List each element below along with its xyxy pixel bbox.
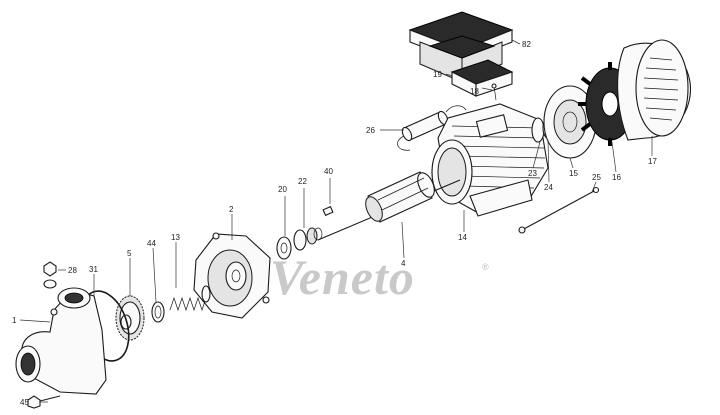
shaft-key	[322, 205, 334, 217]
terminal-screw	[491, 83, 497, 101]
label-23: 23	[528, 169, 537, 178]
label-16: 16	[612, 173, 621, 182]
capacitor	[397, 105, 467, 151]
label-44: 44	[147, 239, 156, 248]
brand-watermark: Veneto	[270, 249, 415, 305]
pump-bracket	[193, 232, 271, 319]
label-13: 13	[171, 233, 180, 242]
drain-plug	[43, 261, 57, 289]
label-4: 4	[401, 259, 406, 268]
label-26: 26	[366, 126, 375, 135]
label-24: 24	[544, 183, 553, 192]
label-20: 20	[278, 185, 287, 194]
casing-bolt	[27, 395, 61, 409]
label-14: 14	[458, 233, 467, 242]
tie-rod	[518, 186, 600, 234]
label-2: 2	[229, 205, 234, 214]
o-ring-small	[151, 301, 165, 323]
registered-mark: ®	[482, 262, 489, 272]
label-17: 17	[648, 157, 657, 166]
label-40: 40	[324, 167, 333, 176]
label-22: 22	[298, 177, 307, 186]
label-1: 1	[12, 316, 17, 325]
seal-spring	[169, 285, 211, 312]
label-25: 25	[592, 173, 601, 182]
rotor-shaft	[317, 171, 461, 241]
motor-housing	[431, 103, 549, 217]
label-82: 82	[522, 40, 531, 49]
fan-cover	[617, 39, 691, 141]
pump-casing	[15, 287, 107, 395]
impeller	[115, 295, 145, 341]
label-19: 19	[433, 70, 442, 79]
label-31: 31	[89, 265, 98, 274]
label-15: 15	[569, 169, 578, 178]
part-labels: 82 19 18 26 14 40 22 20 4 2 13 44 5 31 2…	[12, 40, 657, 407]
label-5: 5	[127, 249, 132, 258]
leader-lines	[19, 39, 653, 403]
mechanical-seal	[276, 236, 292, 260]
label-28: 28	[68, 266, 77, 275]
label-45: 45	[20, 398, 29, 407]
label-18: 18	[470, 87, 479, 96]
shaft-seal	[293, 227, 323, 251]
